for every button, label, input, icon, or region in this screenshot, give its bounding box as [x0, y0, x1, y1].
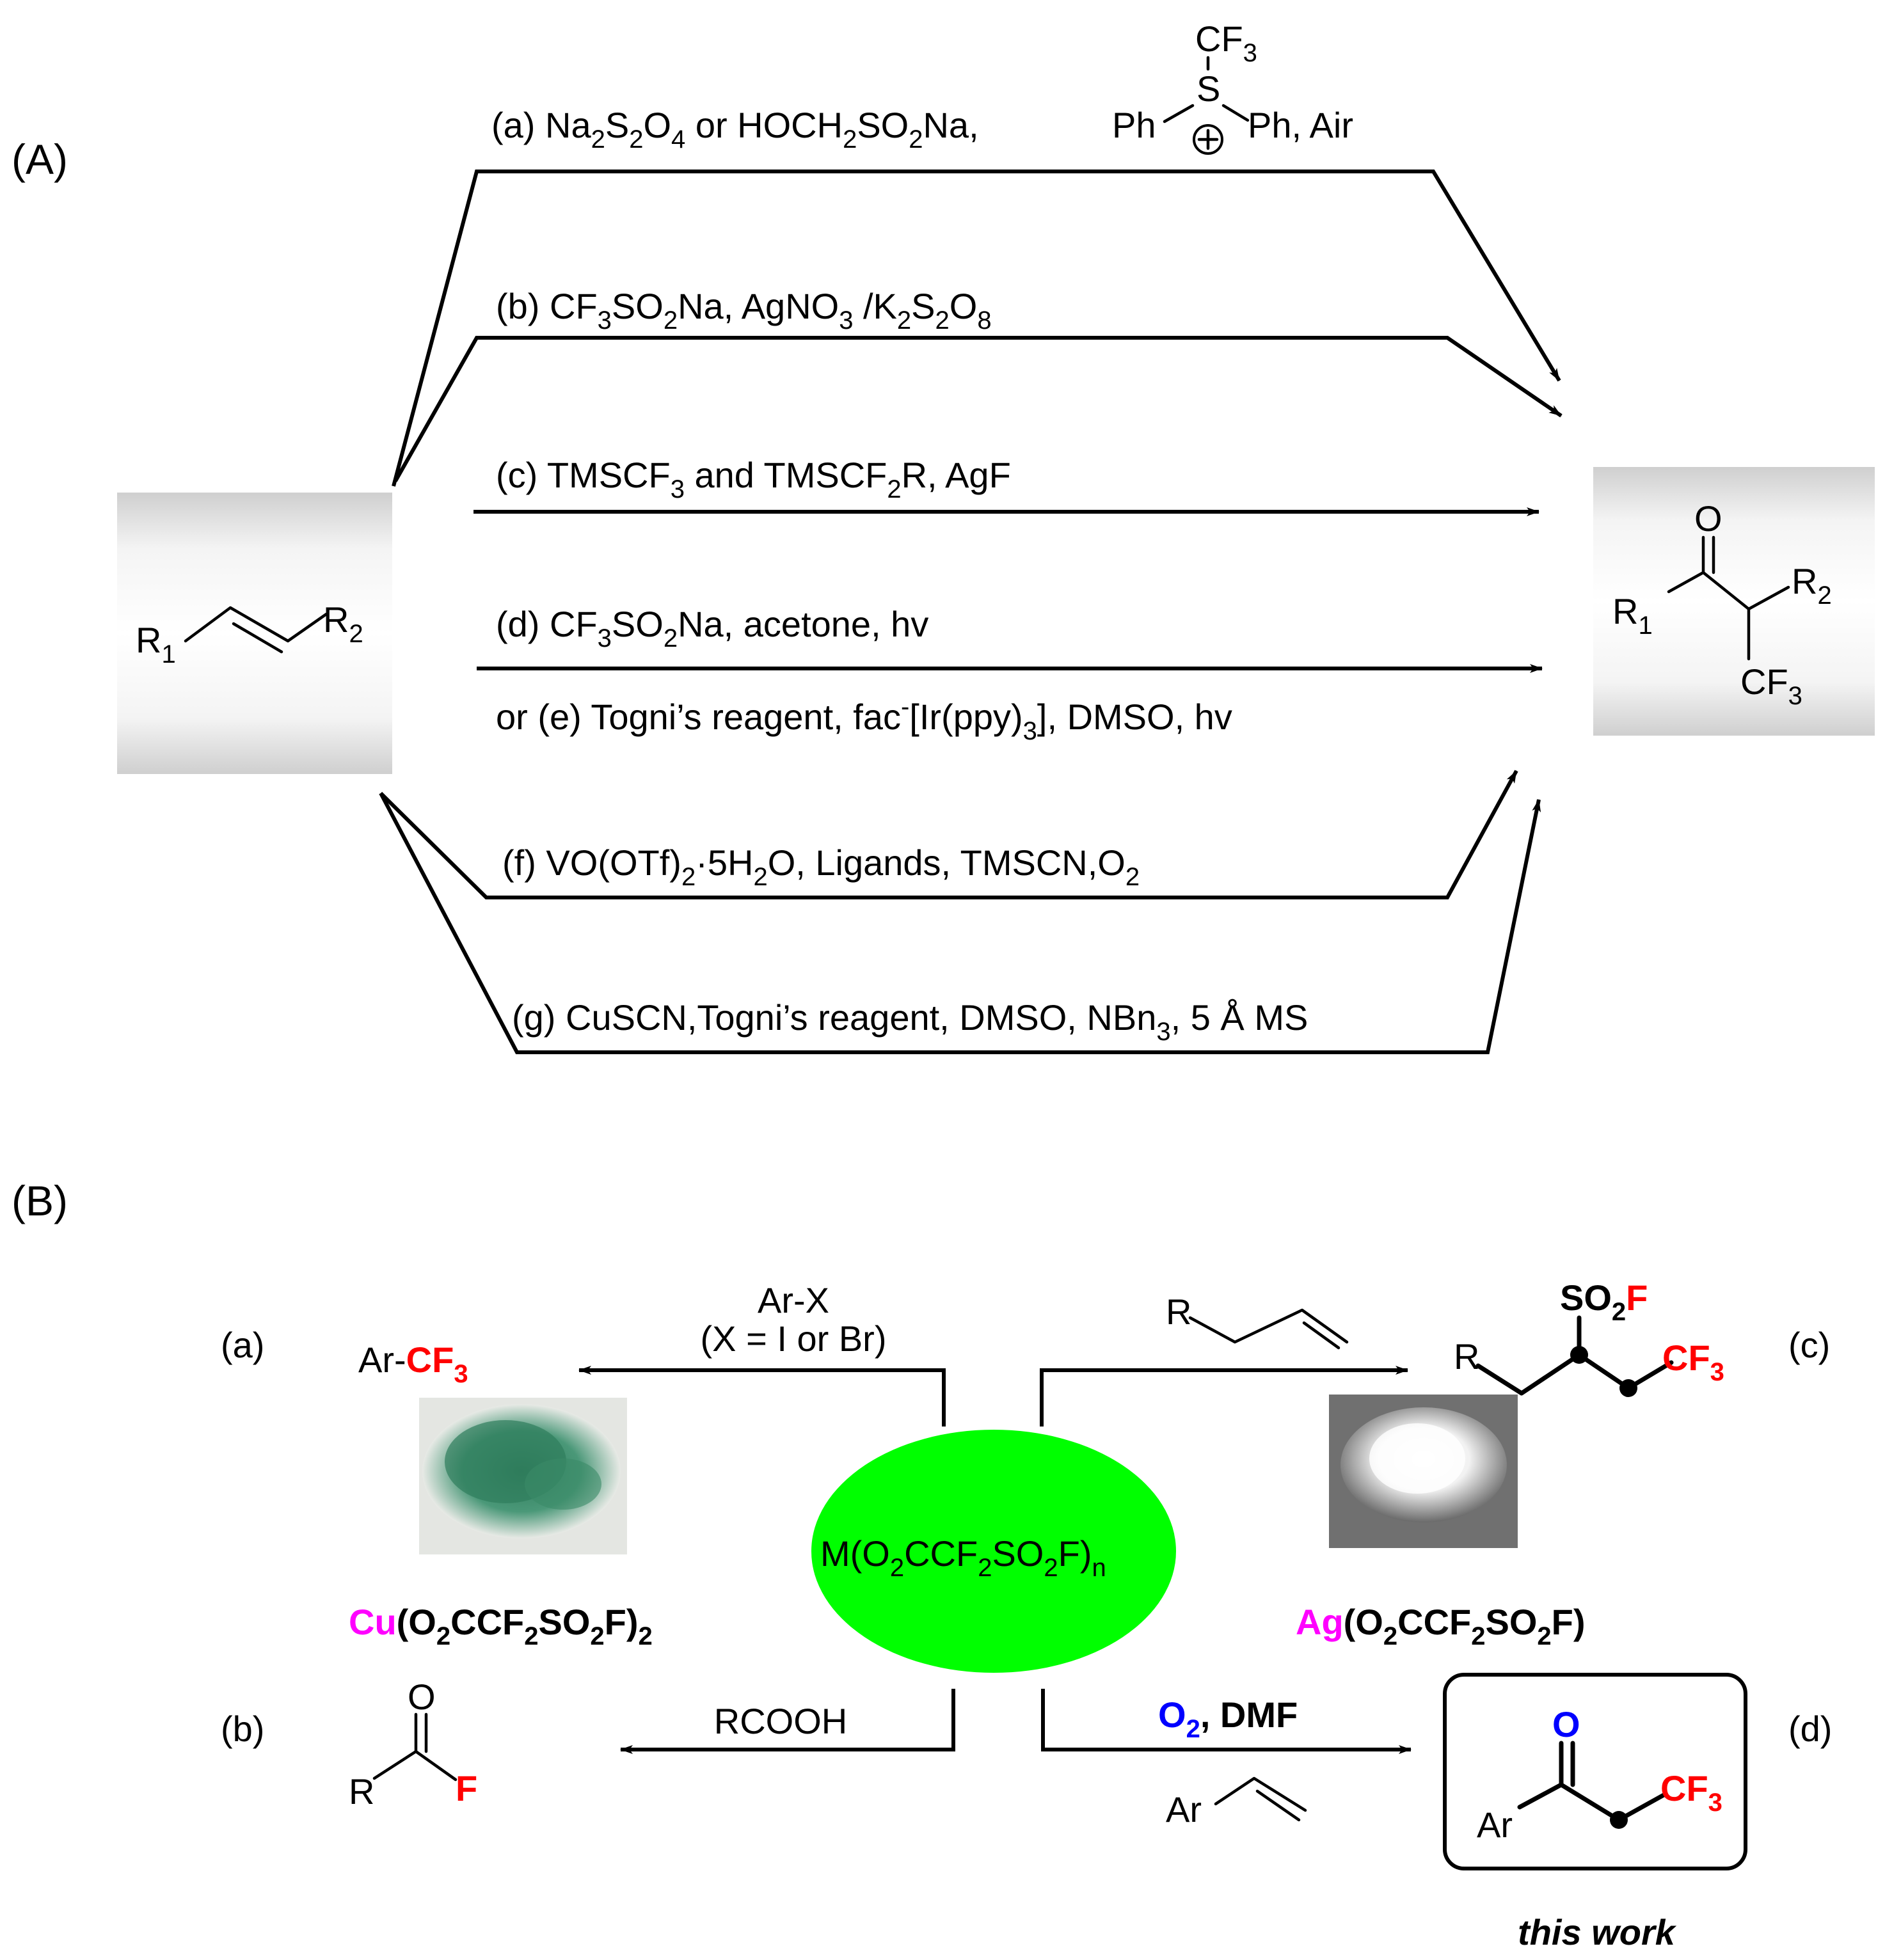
arrow-b-a — [578, 1366, 946, 1427]
product-r1: R1 — [1612, 591, 1653, 640]
copper-salt-label: Cu(O2CCF2SO2F)2 — [349, 1602, 653, 1650]
condition-e: or (e) Togni’s reagent, fac-[Ir(ppy)3], … — [496, 693, 1232, 745]
product-c-cf3: CF3 — [1662, 1338, 1724, 1386]
arrow-b-b — [620, 1689, 955, 1754]
acyl-f: F — [456, 1768, 477, 1808]
styrene-ar: Ar — [1166, 1789, 1202, 1830]
product-box: O R1 R2 CF3 — [1593, 467, 1875, 736]
product-r2: R2 — [1792, 561, 1832, 610]
reagent-ar-x: Ar-X — [758, 1280, 829, 1320]
sulfonium-cf3: CF3 — [1195, 19, 1257, 67]
sulfonium-reagent: CF3 S Ph Ph, Air — [1112, 19, 1353, 155]
substrate-r2: R2 — [323, 599, 363, 648]
sulfonium-ph-left: Ph — [1112, 105, 1156, 145]
reagent-rcooh: RCOOH — [714, 1701, 847, 1741]
styrene-substrate: Ar — [1166, 1776, 1307, 1830]
path-a-arrow — [392, 170, 1561, 487]
alkene-bonds — [184, 606, 328, 654]
ketone-bonds — [1667, 535, 1790, 661]
condition-f: (f) VO(OTf)2·5H2O, Ligands, TMSCN,O2 — [502, 842, 1140, 891]
condition-g: (g) CuSCN,Togni’s reagent, DMSO, NBn3, 5… — [512, 997, 1308, 1046]
path-f-arrow — [379, 770, 1518, 899]
product-oxygen: O — [1694, 498, 1722, 539]
product-d-ar: Ar — [1477, 1805, 1513, 1845]
allyl-substrate: R — [1166, 1292, 1349, 1350]
section-b-label: (B) — [12, 1177, 68, 1224]
this-work-box — [1443, 1673, 1747, 1870]
center-reagent-ellipse — [811, 1430, 1176, 1673]
copper-salt-photo — [419, 1398, 627, 1554]
arrow-b-d — [1041, 1689, 1412, 1754]
path-b-arrow — [394, 336, 1563, 482]
path-g-arrow — [379, 792, 1541, 1054]
arrow-b-c — [1040, 1366, 1408, 1427]
product-d-o: O — [1552, 1704, 1580, 1744]
product-d-cf3: CF3 — [1660, 1768, 1722, 1817]
reagent-x-halide: (X = I or Br) — [701, 1318, 887, 1359]
product-cf3: CF3 — [1740, 661, 1802, 710]
sulfonium-ph-right: Ph, Air — [1248, 105, 1353, 145]
substrate-r1: R1 — [136, 620, 176, 668]
condition-c: (c) TMSCF3 and TMSCF2R, AgF — [496, 455, 1011, 503]
tag-c: (c) — [1788, 1325, 1830, 1365]
positive-charge-icon — [1193, 124, 1223, 155]
trifluoromethyl-ketone-product: O Ar CF3 — [1477, 1704, 1722, 1845]
section-a-label: (A) — [12, 136, 68, 183]
reagent-o2-dmf: O2, DMF — [1158, 1695, 1298, 1743]
acyl-o: O — [408, 1677, 436, 1717]
tag-b: (b) — [221, 1709, 264, 1749]
fluorosulfonyl-product: R SO2F CF3 — [1454, 1277, 1724, 1397]
silver-salt-photo — [1329, 1395, 1518, 1548]
product-c-r: R — [1454, 1336, 1479, 1377]
tag-a: (a) — [221, 1325, 264, 1365]
product-c-so2f: SO2F — [1560, 1277, 1648, 1326]
condition-b: (b) CF3SO2Na, AgNO3 /K2S2O8 — [496, 286, 992, 335]
substrate-box: R1 R2 — [117, 493, 392, 774]
product-ar-cf3: Ar-CF3 — [358, 1340, 468, 1388]
sulfonium-s: S — [1197, 68, 1220, 109]
silver-salt-label: Ag(O2CCF2SO2F) — [1296, 1602, 1586, 1650]
condition-a: (a) Na2S2O4 or HOCH2SO2Na, — [491, 105, 979, 154]
acyl-fluoride-product: O R F — [349, 1677, 477, 1812]
this-work-caption: this work — [1518, 1912, 1677, 1952]
allyl-r: R — [1166, 1292, 1191, 1332]
tag-d: (d) — [1788, 1709, 1832, 1749]
center-reagent-label: M(O2CCF2SO2F)n — [820, 1533, 1106, 1582]
acyl-r: R — [349, 1771, 374, 1812]
condition-d: (d) CF3SO2Na, acetone, hv — [496, 604, 928, 652]
